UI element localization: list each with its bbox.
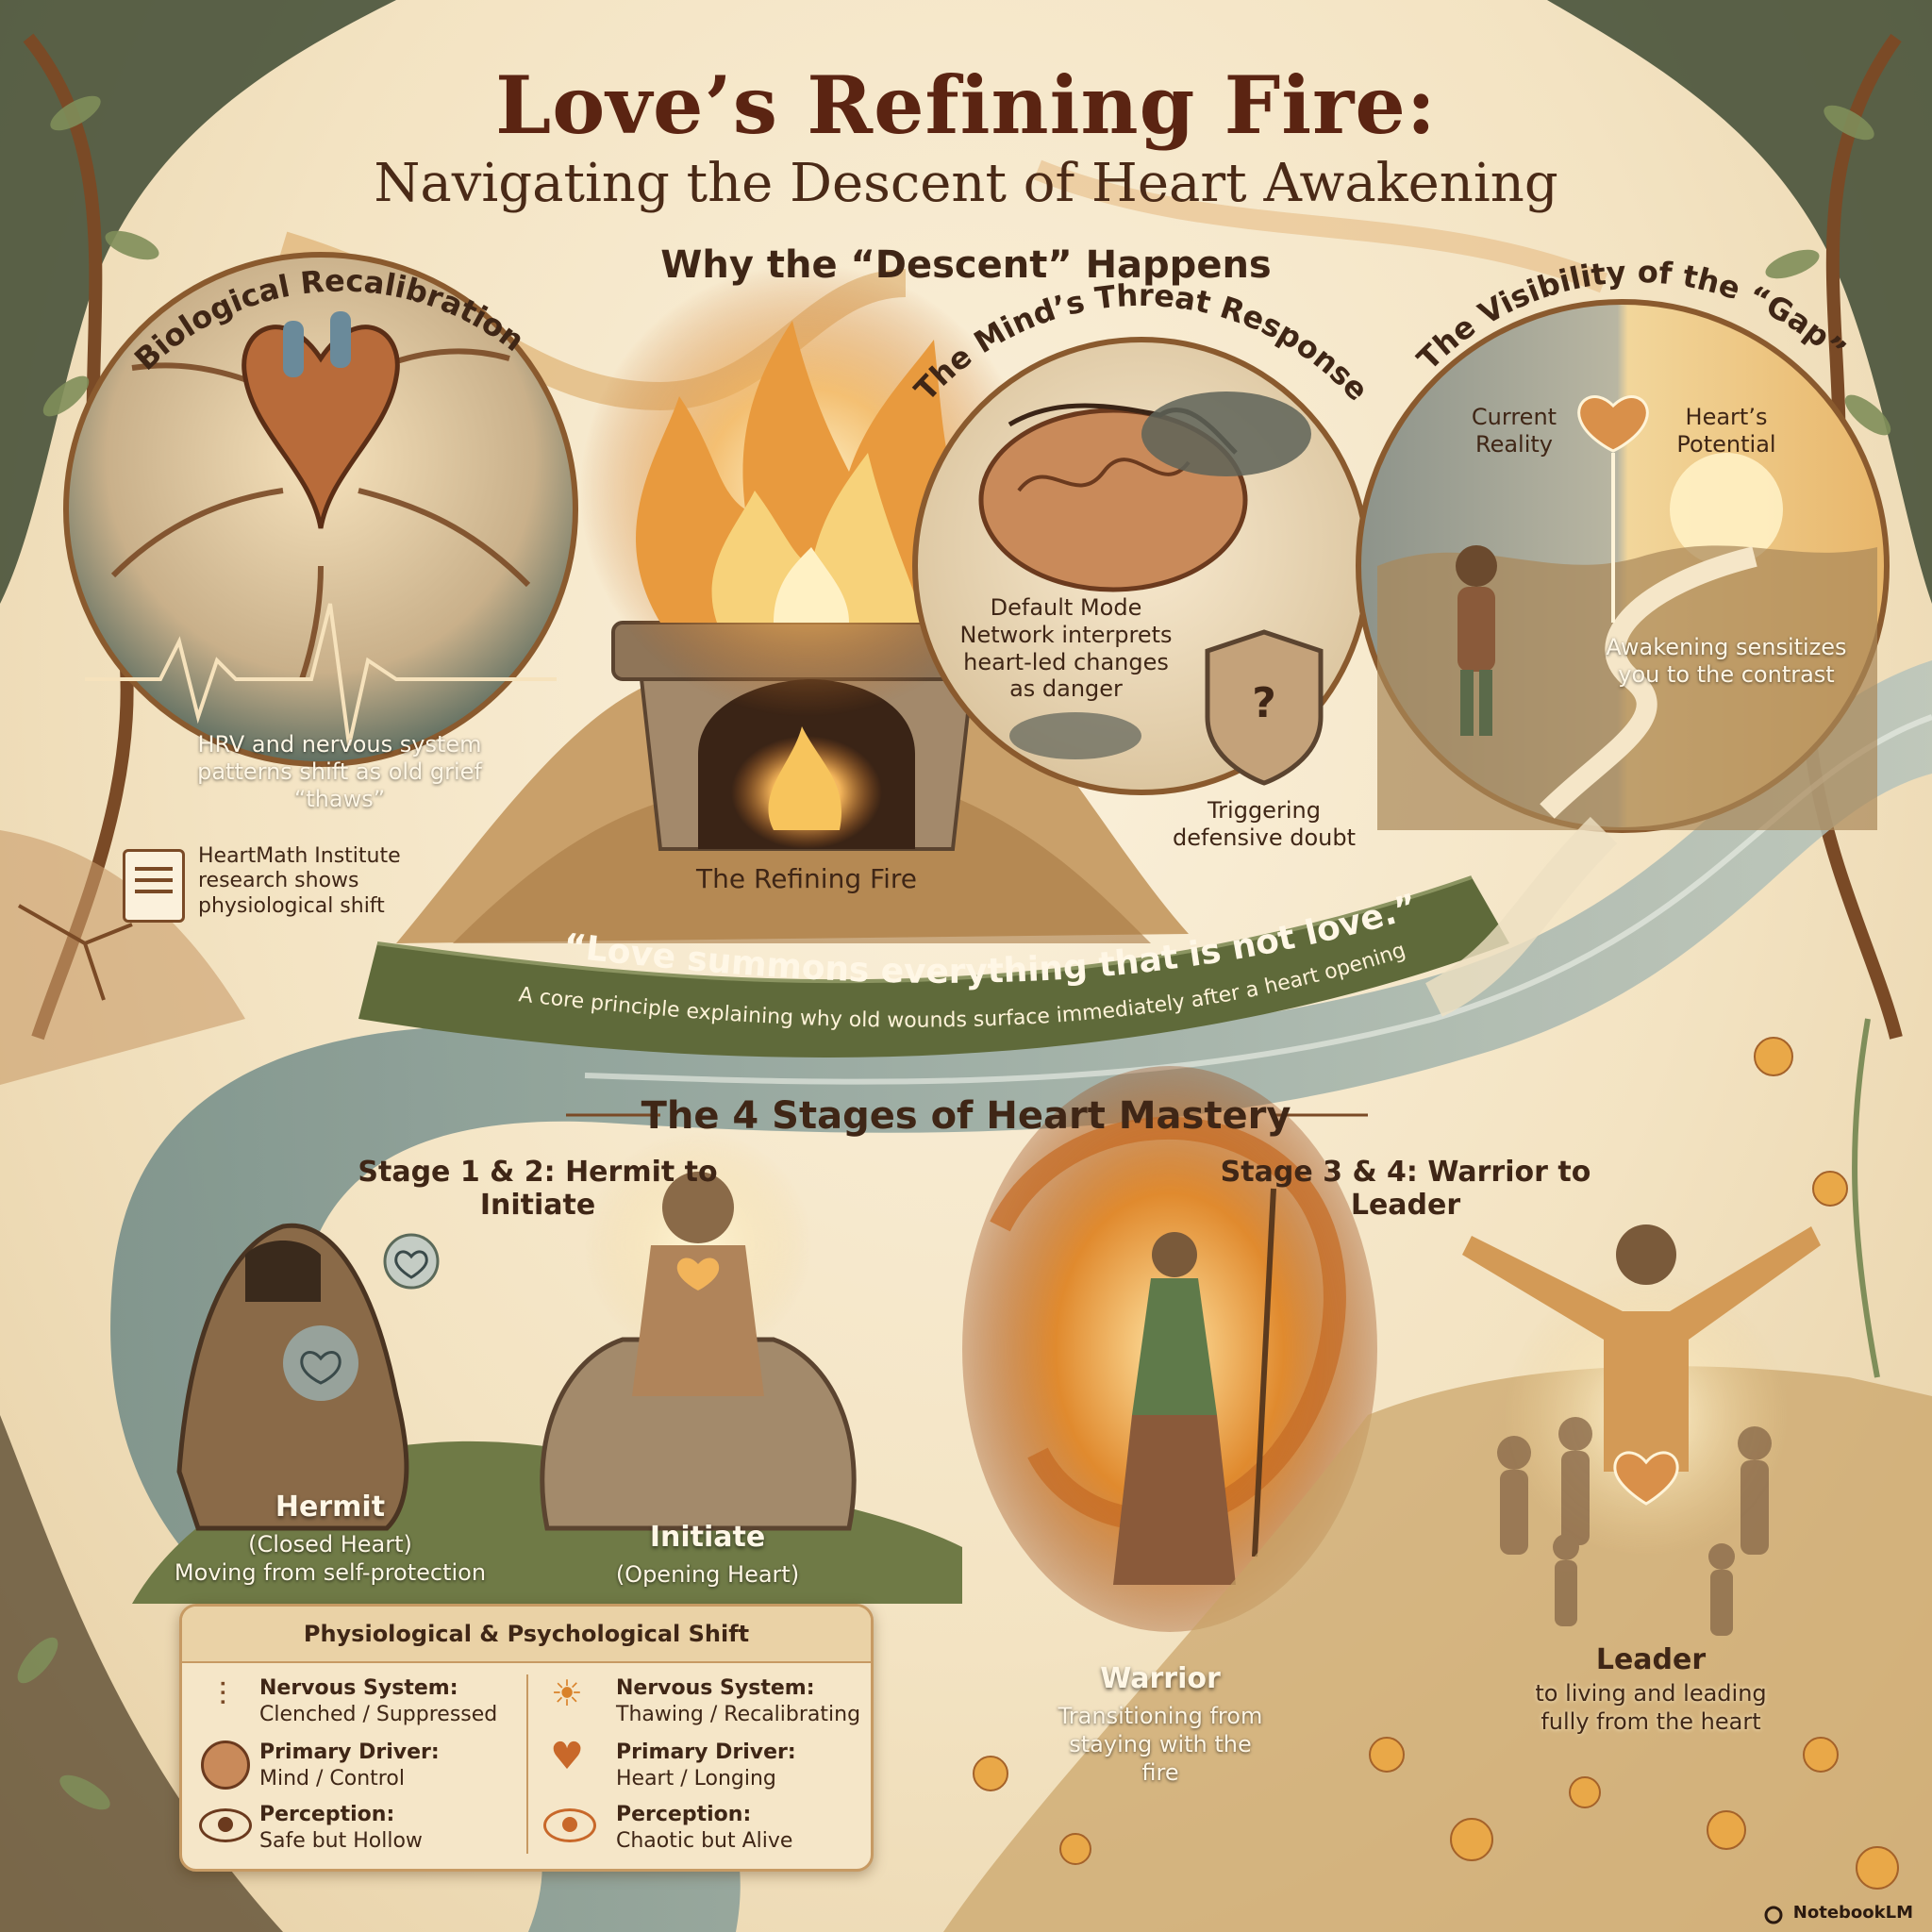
- leader-name: Leader: [1595, 1643, 1707, 1676]
- hermit-desc: Moving from self-protection: [174, 1559, 487, 1586]
- left-row-2-label: Primary Driver:: [259, 1740, 440, 1764]
- right-row-2-value: Heart / Longing: [616, 1767, 776, 1790]
- radiant-eye-icon: [543, 1808, 596, 1842]
- refining-fire-label: The Refining Fire: [696, 863, 917, 894]
- brand-label: NotebookLM: [1792, 1903, 1913, 1923]
- initiate-state: (Opening Heart): [615, 1561, 800, 1588]
- document-icon: [123, 849, 185, 923]
- shift-table-title: Physiological & Psychological Shift: [182, 1607, 871, 1663]
- left-row-3-label: Perception:: [259, 1803, 395, 1826]
- right-row-1-label: Nervous System:: [616, 1676, 815, 1700]
- question-shield-icon: ?: [1252, 679, 1276, 727]
- page-subtitle: Navigating the Descent of Heart Awakenin…: [374, 153, 1558, 214]
- right-row-2-label: Primary Driver:: [616, 1740, 796, 1764]
- left-row-1-label: Nervous System:: [259, 1676, 458, 1700]
- hermit-name: Hermit: [275, 1491, 386, 1524]
- shift-divider: [526, 1674, 528, 1854]
- mind-caption: Default Mode Network interprets heart-le…: [959, 594, 1173, 703]
- initiate-name: Initiate: [649, 1521, 766, 1554]
- page-title: Love’s Refining Fire:: [495, 58, 1437, 152]
- left-row-2-value: Mind / Control: [259, 1767, 405, 1790]
- stages-heading: The 4 Stages of Heart Mastery: [641, 1094, 1291, 1138]
- right-row-1-value: Thawing / Recalibrating: [616, 1703, 861, 1726]
- right-row-3-value: Chaotic but Alive: [616, 1829, 793, 1853]
- gap-right-label: Heart’s Potential: [1676, 404, 1776, 458]
- mind-note: Triggering defensive doubt: [1173, 797, 1356, 851]
- clenched-lines-icon: ⫶: [218, 1676, 227, 1714]
- warrior-desc: Transitioning from staying with the fire: [1058, 1703, 1263, 1786]
- heart-icon: ♥: [550, 1735, 584, 1778]
- left-row-1-value: Clenched / Suppressed: [259, 1703, 498, 1726]
- leader-desc: to living and leading fully from the hea…: [1535, 1680, 1767, 1735]
- warrior-name: Warrior: [1100, 1662, 1221, 1695]
- shift-table: Physiological & Psychological Shift ⫶ Ne…: [179, 1604, 874, 1872]
- gap-left-label: Current Reality: [1471, 404, 1557, 458]
- stages-left-heading: Stage 1 & 2: Hermit to Initiate: [358, 1156, 718, 1222]
- left-row-3-value: Safe but Hollow: [259, 1829, 423, 1853]
- eye-icon: [199, 1808, 252, 1842]
- why-section-heading: Why the “Descent” Happens: [660, 243, 1272, 287]
- bio-caption: HRV and nervous system patterns shift as…: [197, 731, 482, 812]
- stages-right-heading: Stage 3 & 4: Warrior to Leader: [1220, 1156, 1591, 1222]
- gap-caption: Awakening sensitizes you to the contrast: [1606, 634, 1847, 688]
- hermit-state: (Closed Heart): [248, 1531, 412, 1557]
- bio-note: HeartMath Institute research shows physi…: [198, 844, 401, 918]
- right-row-3-label: Perception:: [616, 1803, 752, 1826]
- brain-icon: [201, 1740, 250, 1790]
- sun-icon: ☀: [550, 1673, 584, 1714]
